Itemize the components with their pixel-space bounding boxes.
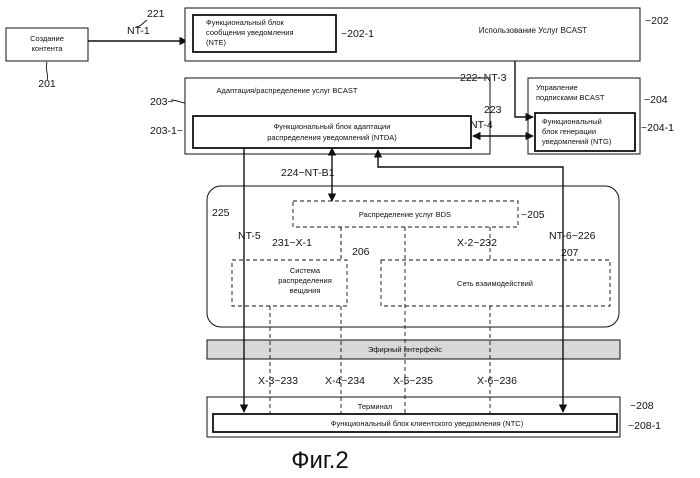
ref-206: 206 [352, 246, 370, 258]
ref-221: 221 [147, 8, 165, 20]
ntda-label-line2: распределения уведомлений (NTDA) [267, 133, 397, 142]
nte-label-line1: Функциональный блок [206, 18, 285, 27]
label-ntb1: 224~NT-B1 [281, 167, 335, 179]
ntda-box [193, 116, 471, 148]
label-x6: X-6~236 [477, 375, 517, 387]
label-x4: X-4~234 [325, 375, 365, 387]
label-nt5: NT-5 [238, 230, 261, 242]
label-nt3: 222~NT-3 [460, 72, 507, 84]
label-nt6: NT-6~226 [549, 230, 596, 242]
ntg-label-line3: уведомлений (NTG) [542, 137, 612, 146]
ntc-label: Функциональный блок клиентского уведомле… [331, 419, 524, 428]
label-nt4: NT-4 [470, 119, 493, 131]
ref-208: ~208 [630, 400, 654, 412]
content-creation-label-line1: Создание [30, 34, 64, 43]
ref-225: 225 [212, 207, 230, 219]
ntg-label-line2: блок генерации [542, 127, 596, 136]
ref-202: ~202 [645, 15, 669, 27]
ref-208-1: ~208-1 [628, 420, 661, 432]
broadcast-system-line3: вещания [290, 286, 321, 295]
broadcast-system-line2: распределения [278, 276, 332, 285]
ntg-label-line1: Функциональный [542, 117, 602, 126]
label-x2: X-2~232 [457, 237, 497, 249]
content-creation-label-line2: контента [32, 44, 64, 53]
ntda-label-line1: Функциональный блок адаптации [274, 122, 391, 131]
ref-203-1: 203-1~ [150, 125, 183, 137]
bds-distribution-label: Распределение услуг BDS [359, 210, 451, 219]
terminal-label: Терминал [358, 402, 393, 411]
label-x3: X-3~233 [258, 375, 298, 387]
broadcast-system-line1: Система [290, 266, 321, 275]
ref-204: ~204 [644, 94, 668, 106]
figure-caption: Фиг.2 [291, 447, 349, 474]
bcast-service-usage-label: Использование Услуг BCAST [479, 26, 588, 35]
ref-205: ~205 [521, 209, 545, 221]
subscription-management-line2: подписками BCAST [536, 93, 605, 102]
nte-label-line3: (NTE) [206, 38, 226, 47]
ref-202-1: ~202-1 [341, 28, 374, 40]
interaction-network-label: Сеть взаимодействий [457, 279, 533, 288]
adaptation-distribution-label: Адаптация/распределение услуг BCAST [217, 86, 358, 95]
label-x5: X-5~235 [393, 375, 433, 387]
ref-203: 203~ [150, 96, 174, 108]
label-x1: 231~X-1 [272, 237, 312, 249]
nte-label-line2: сообщения уведомления [206, 28, 294, 37]
subscription-management-line1: Управление [536, 83, 578, 92]
ref-223: 223 [484, 104, 502, 116]
ref-204-1: ~204-1 [641, 122, 674, 134]
